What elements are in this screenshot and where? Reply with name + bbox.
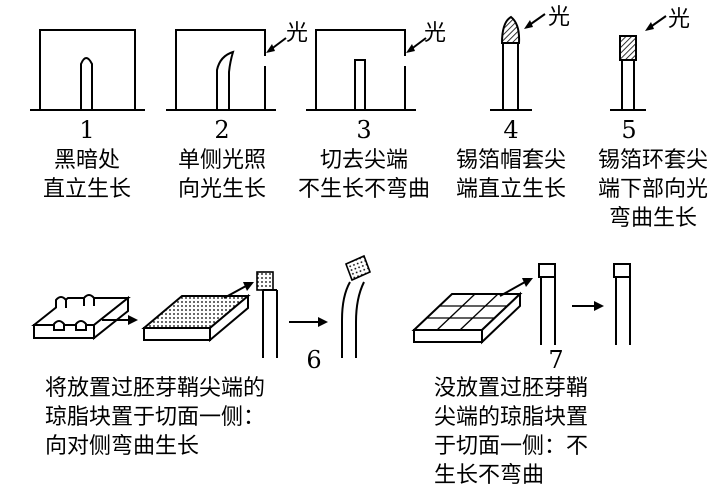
dark-box bbox=[39, 29, 136, 110]
box-with-opening bbox=[315, 29, 406, 110]
label-5: 5 bbox=[621, 116, 636, 144]
experiment-2 bbox=[166, 29, 287, 111]
label-4: 4 bbox=[503, 116, 518, 144]
label-1: 1 bbox=[79, 116, 94, 144]
experiment-1 bbox=[30, 29, 145, 111]
agar-piece bbox=[344, 254, 372, 282]
caption-7-line-2: 尖端的琼脂块置 bbox=[434, 405, 588, 430]
box-with-opening bbox=[175, 29, 266, 110]
coleoptile-decapitated bbox=[354, 59, 366, 110]
experiment-4 bbox=[490, 13, 546, 111]
agar-piece bbox=[538, 263, 556, 278]
caption-4-line-2: 端直立生长 bbox=[456, 177, 566, 202]
coleoptile-bent-to-light bbox=[216, 50, 235, 110]
experiment-5 bbox=[610, 15, 667, 111]
light-label-5: 光 bbox=[668, 7, 690, 32]
light-label-2: 光 bbox=[286, 21, 308, 46]
experiment-7 bbox=[411, 263, 631, 345]
experiment-3 bbox=[306, 29, 427, 111]
caption-6-line-2: 琼脂块置于切面一侧： bbox=[45, 405, 265, 430]
coleoptile bbox=[621, 60, 635, 110]
coleoptile-decapitated bbox=[262, 289, 278, 358]
foil-cap bbox=[500, 15, 521, 44]
arrow bbox=[499, 281, 526, 297]
caption-7-line-3: 于切面一侧：不 bbox=[434, 434, 588, 459]
agar-piece bbox=[613, 263, 631, 278]
coleoptile-bent-away bbox=[341, 281, 365, 358]
caption-5-line-2: 端下部向光 bbox=[598, 177, 708, 202]
label-6: 6 bbox=[306, 346, 321, 374]
light-label-4: 光 bbox=[548, 5, 570, 30]
caption-7-line-4: 生长不弯曲 bbox=[434, 463, 544, 488]
label-7: 7 bbox=[548, 346, 563, 374]
caption-2-line-1: 单侧光照 bbox=[178, 148, 266, 173]
caption-1-line-2: 直立生长 bbox=[43, 177, 131, 202]
coleoptile-decapitated bbox=[615, 276, 631, 345]
caption-4-line-1: 锡箔帽套尖 bbox=[456, 148, 566, 173]
coleoptile-decapitated bbox=[540, 276, 556, 345]
agar-block-treated bbox=[141, 293, 251, 343]
caption-3-line-1: 切去尖端 bbox=[320, 148, 408, 173]
caption-5-line-3: 弯曲生长 bbox=[609, 206, 697, 231]
caption-6-line-3: 向对侧弯曲生长 bbox=[45, 434, 199, 459]
agar-grid-block bbox=[411, 291, 523, 345]
label-2: 2 bbox=[214, 116, 229, 144]
caption-3-line-2: 不生长不弯曲 bbox=[298, 177, 430, 202]
label-3: 3 bbox=[356, 116, 371, 144]
caption-1-line-1: 黑暗处 bbox=[54, 148, 120, 173]
agar-block-with-tips bbox=[31, 294, 131, 341]
light-label-3: 光 bbox=[424, 21, 446, 46]
foil-ring bbox=[619, 35, 637, 61]
coleoptile-straight bbox=[80, 57, 93, 110]
experiment-6 bbox=[31, 254, 372, 358]
agar-piece bbox=[256, 271, 274, 291]
caption-5-line-1: 锡箔环套尖 bbox=[598, 148, 708, 173]
caption-2-line-2: 向光生长 bbox=[178, 177, 266, 202]
coleoptile bbox=[502, 42, 519, 110]
caption-6-line-1: 将放置过胚芽鞘尖端的 bbox=[45, 376, 265, 401]
caption-7-line-1: 没放置过胚芽鞘 bbox=[434, 376, 588, 401]
arrow bbox=[223, 285, 247, 299]
